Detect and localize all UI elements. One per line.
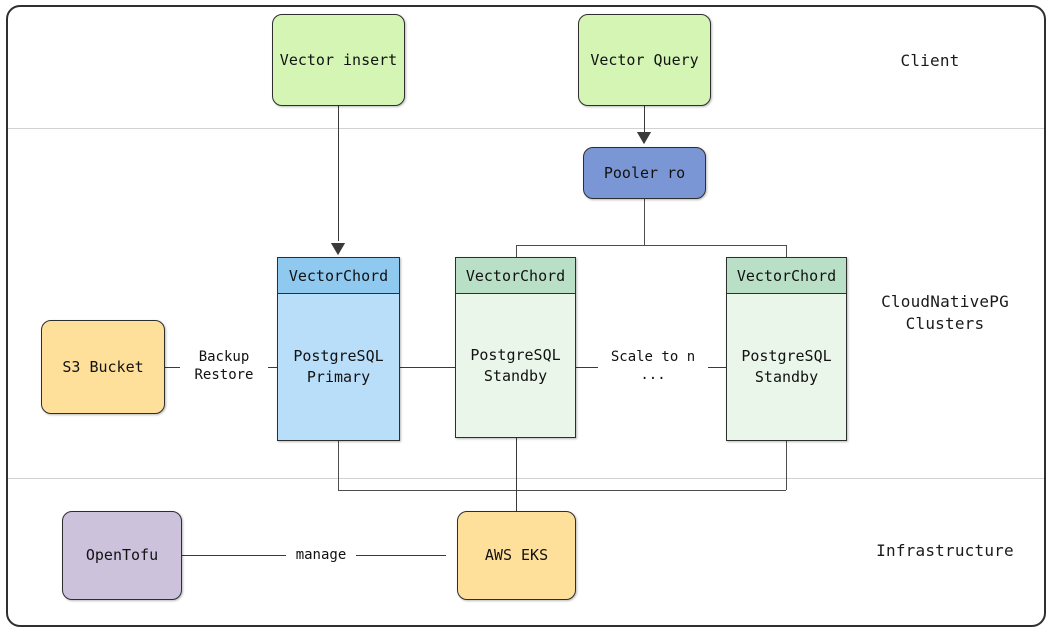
node-vector-query[interactable]: Vector Query <box>578 14 711 106</box>
connector-pooler-drop <box>644 199 645 245</box>
connector-standby-1-to-eks <box>516 437 517 514</box>
connector-cluster-to-eks-bus <box>338 490 786 491</box>
connector-pooler-to-standby-n <box>786 245 787 258</box>
connector-pooler-bus <box>516 245 786 246</box>
lane-label-client: Client <box>900 51 960 70</box>
node-standby-1-header-vectorchord: VectorChord <box>456 258 575 294</box>
node-standby-n-body-label: PostgreSQL Standby <box>727 294 846 440</box>
node-postgresql-standby-n[interactable]: VectorChord PostgreSQL Standby <box>726 257 847 441</box>
node-s3-bucket[interactable]: S3 Bucket <box>41 320 165 414</box>
node-pooler-ro[interactable]: Pooler ro <box>583 147 706 199</box>
connector-vector-insert-to-primary <box>338 106 339 241</box>
lane-divider-clusters-infrastructure <box>8 478 1044 479</box>
node-aws-eks[interactable]: AWS EKS <box>457 511 576 600</box>
arrowhead-opentofu-to-eks <box>446 548 458 562</box>
lane-label-cloudnativepg-clusters: CloudNativePG Clusters <box>881 292 1009 333</box>
edge-label-manage: manage <box>286 546 356 565</box>
node-vector-insert[interactable]: Vector insert <box>272 14 405 106</box>
node-primary-body-label: PostgreSQL Primary <box>278 294 399 440</box>
connector-primary-down <box>338 440 339 490</box>
node-standby-1-body-label: PostgreSQL Standby <box>456 294 575 437</box>
connector-standby-n-down <box>786 440 787 490</box>
lane-divider-client-clusters <box>8 128 1044 129</box>
node-primary-header-vectorchord: VectorChord <box>278 258 399 294</box>
node-postgresql-primary[interactable]: VectorChord PostgreSQL Primary <box>277 257 400 441</box>
edge-label-scale-to-n: Scale to n ... <box>598 348 708 385</box>
connector-vector-query-to-pooler <box>644 106 645 134</box>
arrowhead-vector-query-to-pooler <box>637 132 651 144</box>
edge-label-backup-restore: Backup Restore <box>180 348 268 385</box>
connector-primary-to-standby-1 <box>399 367 456 368</box>
arrowhead-vector-insert-to-primary <box>331 243 345 255</box>
node-opentofu[interactable]: OpenTofu <box>62 511 182 600</box>
connector-pooler-to-standby-1 <box>516 245 517 258</box>
lane-label-infrastructure: Infrastructure <box>876 541 1014 560</box>
node-standby-n-header-vectorchord: VectorChord <box>727 258 846 294</box>
node-postgresql-standby-1[interactable]: VectorChord PostgreSQL Standby <box>455 257 576 438</box>
